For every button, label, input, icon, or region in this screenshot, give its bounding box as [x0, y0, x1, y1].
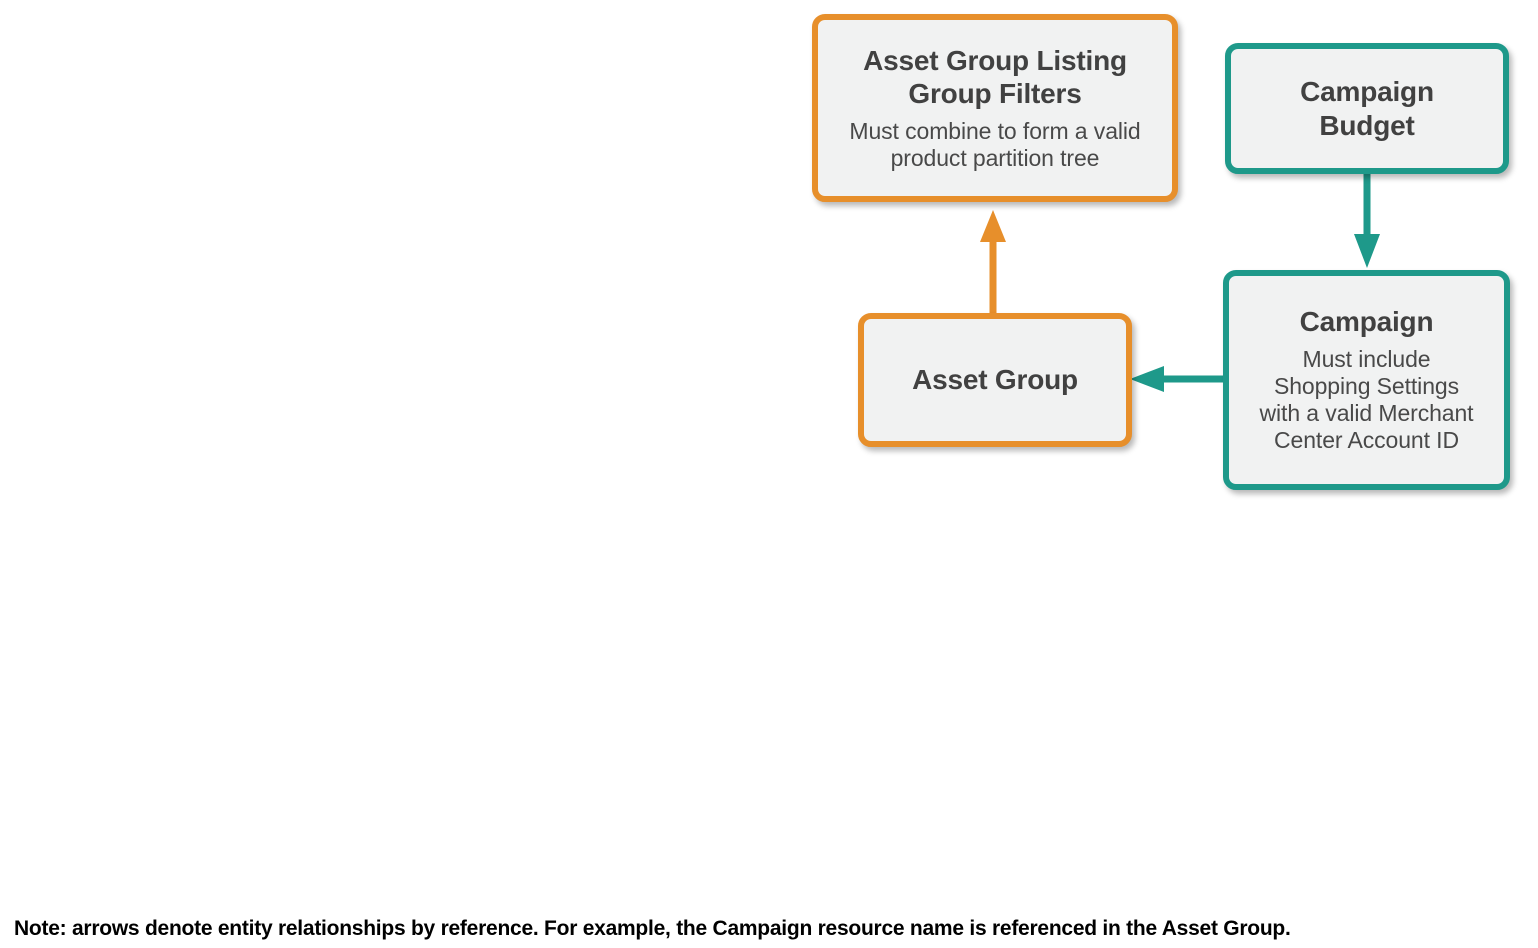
node-title: Asset Group Listing Group Filters: [863, 44, 1127, 110]
node-asset-group-listing-group-filters[interactable]: Asset Group Listing Group Filters Must c…: [812, 14, 1178, 202]
node-campaign-budget[interactable]: Campaign Budget: [1225, 43, 1509, 174]
node-subtitle: Must combine to form a valid product par…: [849, 117, 1141, 172]
node-subtitle: Must include Shopping Settings with a va…: [1259, 346, 1474, 454]
node-title: Asset Group: [912, 364, 1078, 396]
arrow-campaign-budget-to-campaign-icon: [1350, 168, 1384, 276]
arrow-campaign-to-asset-group-icon: [1122, 362, 1230, 396]
footer-note: Note: arrows denote entity relationships…: [14, 917, 1291, 940]
node-asset-group[interactable]: Asset Group: [858, 313, 1132, 447]
arrow-asset-group-to-listing-group-filters-icon: [976, 196, 1010, 320]
node-title: Campaign: [1299, 306, 1434, 338]
node-campaign[interactable]: Campaign Must include Shopping Settings …: [1223, 270, 1510, 490]
node-title: Campaign Budget: [1300, 75, 1434, 141]
